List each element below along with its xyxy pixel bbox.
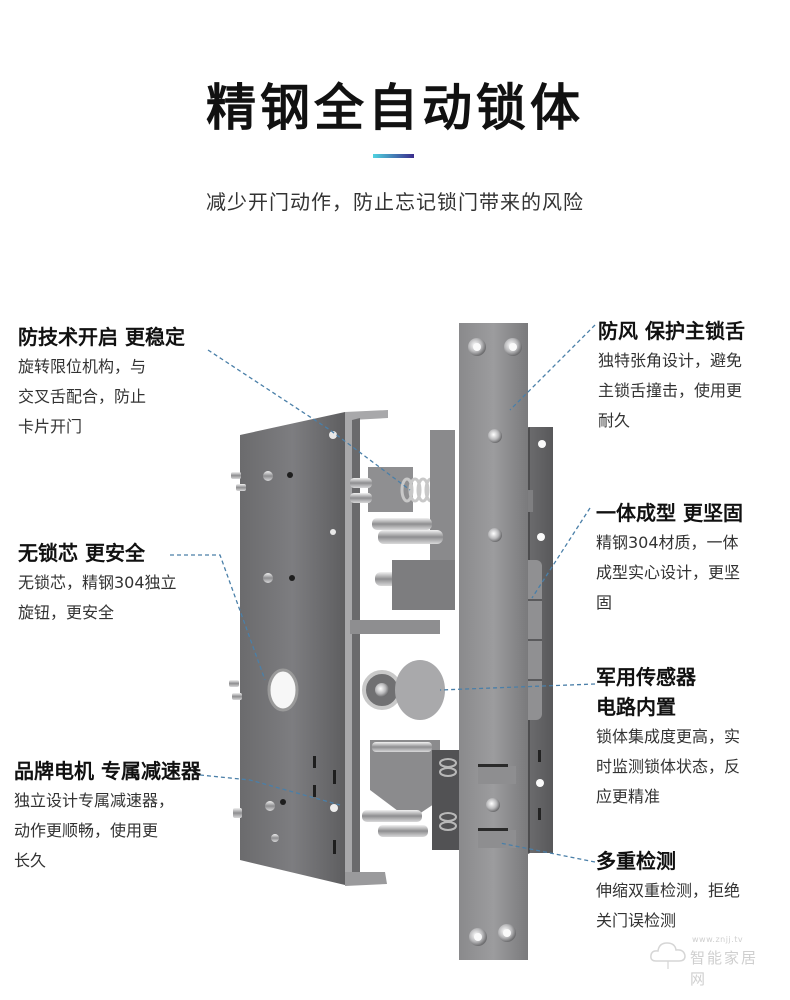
feature-desc-line: 独特张角设计，避免 [598,351,743,370]
feature-title: 品牌电机 专属减速器 [14,759,201,783]
feature-desc-line: 时监测锁体状态，反 [596,757,741,776]
page-subtitle: 减少开门动作，防止忘记锁门带来的风险 [206,190,584,214]
feature-desc-line: 独立设计专属减速器， [14,791,175,810]
feature-desc-line: 固 [596,593,613,612]
watermark: www.znjj.tv 智能家居网 [648,935,768,988]
feature-desc-line: 主锁舌撞击，使用更 [598,381,743,400]
feature-sensor: 军用传感器 电路内置 锁体集成度更高，实 时监测锁体状态，反 应更精准 [596,662,788,812]
feature-desc-line: 旋转限位机构，与 [18,357,147,376]
feature-desc-line: 动作更顺畅，使用更 [14,821,159,840]
feature-title: 多重检测 [596,849,676,873]
cloud-icon [650,942,686,969]
title-accent-bar [373,154,414,158]
feature-title: 电路内置 [596,695,676,719]
feature-desc-line: 旋钮，更安全 [18,603,115,622]
feature-desc-line: 精钢304材质，一体 [596,533,739,552]
feature-desc-line: 应更精准 [596,787,661,806]
watermark-url: www.znjj.tv [692,935,744,944]
page-title: 精钢全自动锁体 [206,79,584,137]
feature-brand-motor: 品牌电机 专属减速器 独立设计专属减速器， 动作更顺畅，使用更 长久 [14,756,234,876]
feature-title: 一体成型 更坚固 [596,501,743,525]
feature-multi-detect: 多重检测 伸缩双重检测，拒绝 关门误检测 [596,846,788,936]
feature-desc-line: 成型实心设计，更坚 [596,563,741,582]
feature-desc-line: 无锁芯，精钢304独立 [18,573,177,592]
lock-faceplate [459,323,528,960]
feature-title: 防风 保护主锁舌 [598,319,745,343]
lock-mechanism [350,430,462,850]
feature-anti-tech-open: 防技术开启 更稳定 旋转限位机构，与 交叉舌配合，防止 卡片开门 [18,322,228,442]
feature-title: 防技术开启 更稳定 [18,325,185,349]
feature-wind-protect: 防风 保护主锁舌 独特张角设计，避免 主锁舌撞击，使用更 耐久 [598,316,788,436]
feature-desc-line: 交叉舌配合，防止 [18,387,147,406]
feature-desc-line: 耐久 [598,411,631,430]
feature-title: 军用传感器 [596,665,696,689]
feature-no-cylinder: 无锁芯 更安全 无锁芯，精钢304独立 旋钮，更安全 [18,538,228,628]
watermark-brand: 智能家居网 [690,949,759,988]
feature-one-piece: 一体成型 更坚固 精钢304材质，一体 成型实心设计，更坚 固 [596,498,788,618]
feature-desc-line: 长久 [14,851,47,870]
feature-desc-line: 锁体集成度更高，实 [596,727,741,746]
feature-desc-line: 伸缩双重检测，拒绝 [596,881,741,900]
feature-desc-line: 关门误检测 [596,911,677,930]
feature-desc-line: 卡片开门 [18,417,83,436]
lock-side-case [229,410,388,886]
feature-title: 无锁芯 更安全 [18,541,145,565]
